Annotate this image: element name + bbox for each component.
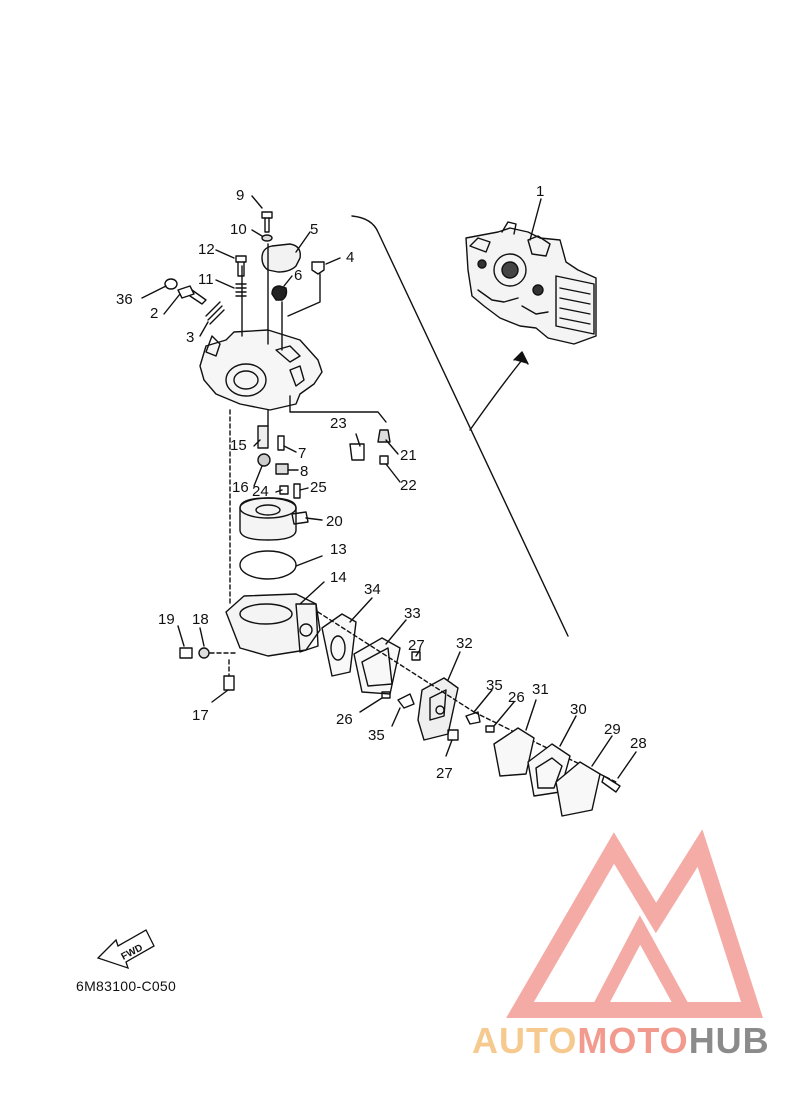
brand-part-3: HUB <box>688 1020 770 1061</box>
callout-25: 25 <box>310 479 327 496</box>
callout-9: 9 <box>236 187 244 204</box>
callout-5: 5 <box>310 221 318 238</box>
callout-20: 20 <box>326 513 343 530</box>
callout-26-left: 26 <box>336 711 353 728</box>
carburetor-assembly-illustration <box>465 221 597 345</box>
callout-15: 15 <box>230 437 247 454</box>
callout-26-right: 26 <box>508 689 525 706</box>
callout-2: 2 <box>150 305 158 322</box>
callout-36: 36 <box>116 291 133 308</box>
callout-30: 30 <box>570 701 587 718</box>
leader-1 <box>529 198 542 241</box>
callout-34: 34 <box>364 581 381 598</box>
callout-19: 19 <box>158 611 175 628</box>
callout-4: 4 <box>346 249 354 266</box>
assembly-arrow <box>469 359 523 431</box>
callout-35-left: 35 <box>368 727 385 744</box>
callout-35-right: 35 <box>486 677 503 694</box>
fuel-pump-diaphragm-33 <box>353 637 401 695</box>
callout-14: 14 <box>330 569 347 586</box>
diagram-code: 6M83100-C050 <box>76 978 177 994</box>
callout-33: 33 <box>404 605 421 622</box>
drain-plug <box>223 675 235 691</box>
callout-27-top: 27 <box>408 637 425 654</box>
leader-lines <box>141 195 637 779</box>
callout-labels: 1 2 3 4 5 6 7 8 9 10 11 12 13 14 15 16 1… <box>116 183 647 782</box>
brand-logo-mark <box>506 829 763 1018</box>
float <box>239 497 309 541</box>
brand-part-2: MOTO <box>577 1020 689 1061</box>
callout-7: 7 <box>298 445 306 462</box>
callout-28: 28 <box>630 735 647 752</box>
callout-24: 24 <box>252 483 269 500</box>
callout-13: 13 <box>330 541 347 558</box>
callout-31: 31 <box>532 681 549 698</box>
callout-18: 18 <box>192 611 209 628</box>
callout-22: 22 <box>400 477 417 494</box>
pump-screw <box>601 775 621 793</box>
callout-29: 29 <box>604 721 621 738</box>
callout-3: 3 <box>186 329 194 346</box>
bracket-line <box>351 215 569 637</box>
callout-6: 6 <box>294 267 302 284</box>
callout-12: 12 <box>198 241 215 258</box>
callout-10: 10 <box>230 221 247 238</box>
callout-1: 1 <box>536 183 544 200</box>
pump-gasket-31 <box>493 727 535 777</box>
callout-11: 11 <box>198 271 214 288</box>
brand-wordmark: AUTOMOTOHUB <box>472 1020 770 1062</box>
jet-parts <box>257 425 391 499</box>
carburetor-body <box>199 329 323 411</box>
fuel-pump-gasket-34 <box>321 613 357 677</box>
drain-screw <box>179 647 193 659</box>
callout-23: 23 <box>330 415 347 432</box>
callout-8: 8 <box>300 463 308 480</box>
callout-16: 16 <box>232 479 249 496</box>
float-chamber-gasket <box>239 550 297 580</box>
callout-21: 21 <box>400 447 417 464</box>
pump-cover-29 <box>555 761 601 817</box>
fwd-arrow: FWD <box>96 929 155 970</box>
callout-32: 32 <box>456 635 473 652</box>
float-chamber <box>225 593 321 657</box>
upper-small-parts <box>164 211 325 325</box>
callout-17: 17 <box>192 707 209 724</box>
callout-27-bottom: 27 <box>436 765 453 782</box>
brand-part-1: AUTO <box>472 1020 578 1061</box>
